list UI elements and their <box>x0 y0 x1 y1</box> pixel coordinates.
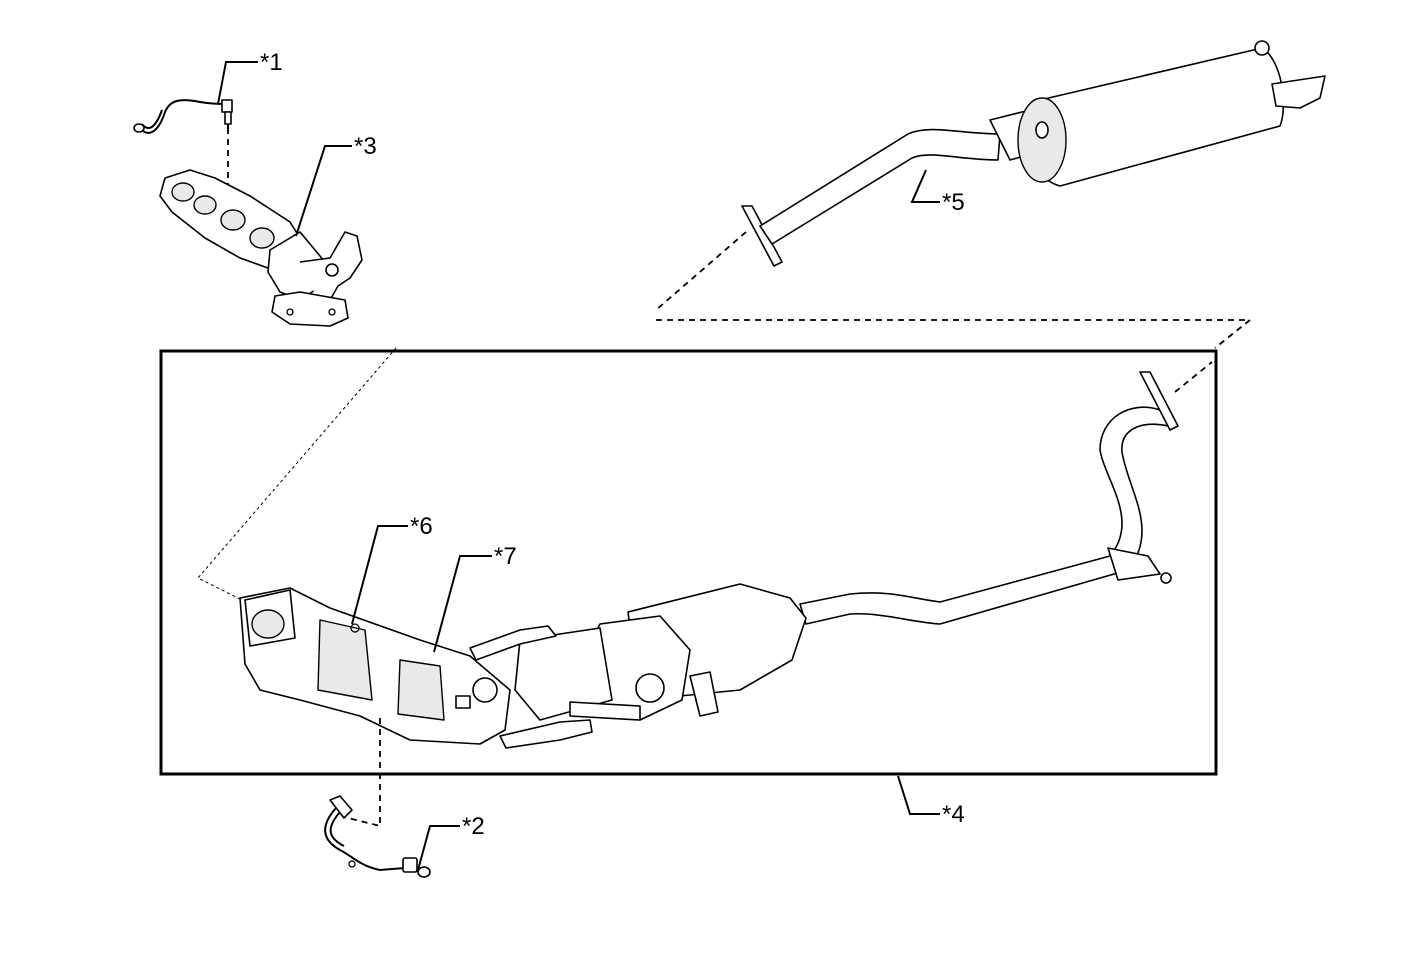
callout-1: *1 <box>260 49 283 76</box>
callout-2: *2 <box>462 813 485 840</box>
leader-2 <box>417 825 460 871</box>
leader-5 <box>910 169 940 203</box>
front-pipe-frame <box>159 349 1218 776</box>
tailpipe-guide-line-right <box>1214 319 1251 349</box>
leader-4 <box>897 775 940 815</box>
leader-7 <box>433 555 492 653</box>
tailpipe-guide-line-left <box>655 231 747 311</box>
sensor2-guide-line <box>347 718 381 828</box>
front-exhaust-pipe <box>239 371 1179 749</box>
callout-5: *5 <box>942 189 965 216</box>
callout-3: *3 <box>354 133 377 160</box>
callout-6: *6 <box>410 513 433 540</box>
exhaust-manifold <box>159 169 363 327</box>
callout-4: *4 <box>942 801 965 828</box>
callout-7: *7 <box>494 543 517 570</box>
frontpipe-guide-line <box>1174 361 1213 393</box>
upper-oxygen-sensor <box>133 99 233 134</box>
leader-6 <box>351 525 408 625</box>
tail-pipe-muffler <box>741 40 1326 267</box>
leader-3 <box>295 145 352 237</box>
leader-1 <box>217 61 258 105</box>
lower-oxygen-sensor <box>324 795 431 878</box>
